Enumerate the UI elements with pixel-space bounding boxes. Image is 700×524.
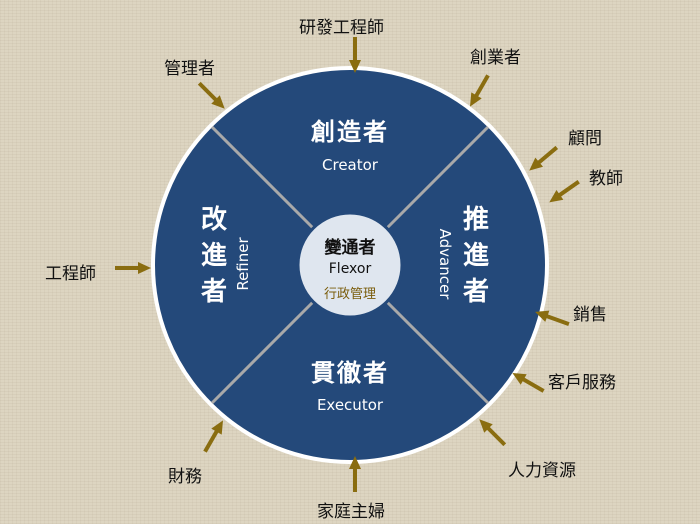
executor-title: 貫徹者 [311, 359, 389, 387]
role-teacher: 教師 [589, 169, 623, 189]
role-finance: 財務 [168, 467, 202, 487]
divider-sw [210, 298, 317, 405]
executor-english: Executor [316, 396, 384, 414]
center-title: 變通者 [324, 238, 376, 258]
role-engineer: 工程師 [45, 264, 96, 284]
center-english: Flexor [328, 261, 372, 277]
creator-english: Creator [322, 156, 378, 174]
refiner-title: 改進者 [200, 205, 227, 307]
divider-ne [383, 125, 490, 232]
role-sales: 銷售 [573, 305, 607, 325]
center-role: 行政管理 [323, 287, 376, 302]
role-consultant: 顧問 [568, 129, 602, 149]
role-customer-service: 客戶服務 [548, 373, 616, 393]
role-rd-engineer: 研發工程師 [299, 18, 384, 38]
refiner-english: Refiner [234, 237, 252, 291]
divider-se [383, 298, 490, 405]
arrow-homemaker [350, 456, 360, 492]
divider-nw [210, 125, 317, 232]
role-entrepreneur: 創業者 [470, 48, 521, 68]
role-homemaker: 家庭主婦 [317, 502, 385, 522]
center-circle [296, 211, 404, 319]
role-hr: 人力資源 [508, 461, 576, 481]
arrow-rd-engineer [350, 37, 360, 73]
advancer-english: Advancer [436, 228, 454, 300]
advancer-title: 推進者 [462, 205, 489, 307]
creator-title: 創造者 [311, 118, 389, 146]
arrow-engineer [115, 262, 151, 274]
role-manager: 管理者 [164, 59, 215, 79]
